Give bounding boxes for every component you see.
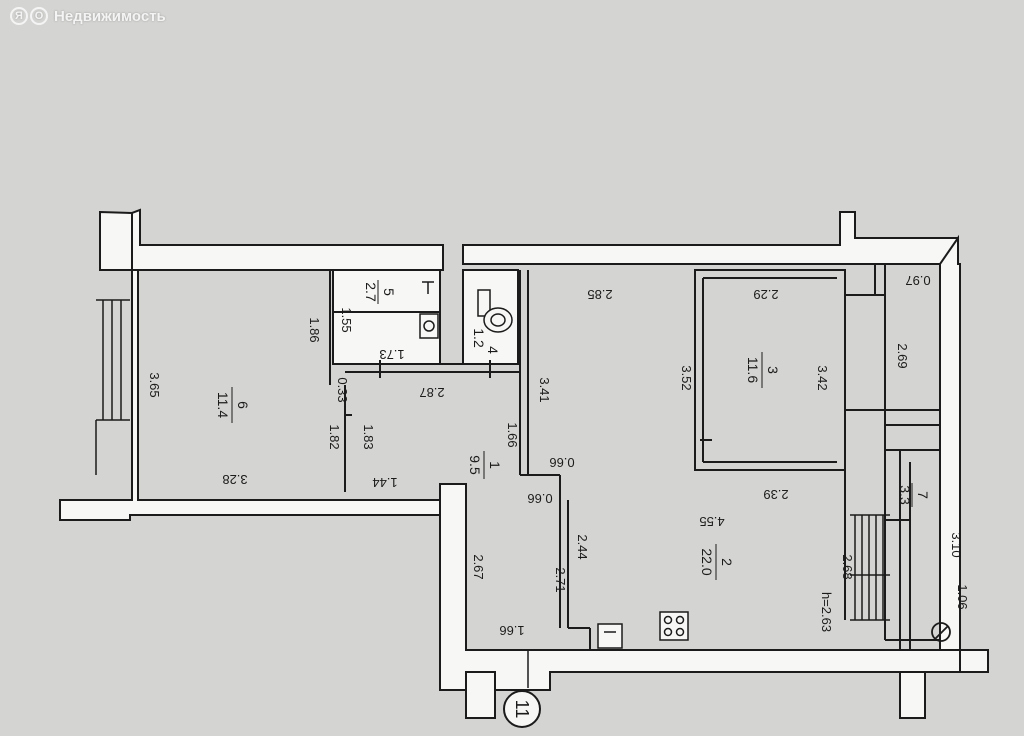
dim-label: 0.66 xyxy=(549,455,574,470)
dim-label: 2.39 xyxy=(763,487,788,502)
room-7-label: 7 3.3 xyxy=(897,483,931,507)
dim-label: 2.29 xyxy=(753,287,778,302)
dim-label: 3.41 xyxy=(537,377,552,402)
stairs-icon xyxy=(850,514,890,621)
dimension-labels: 3.65 3.28 1.86 0.33 1.55 1.73 2.87 1.82 … xyxy=(147,273,970,638)
axis-marker: 11 xyxy=(503,650,541,728)
room-number: 2 xyxy=(719,558,735,566)
room-area: 1.2 xyxy=(471,328,487,348)
room-area: 11.4 xyxy=(215,392,231,418)
watermark: Я О Недвижимость xyxy=(10,7,166,25)
dim-label: 1.83 xyxy=(361,424,376,449)
room-number: 4 xyxy=(485,346,501,354)
room-6-label: 6 11.4 xyxy=(215,387,251,423)
room-1-label: 1 9.5 xyxy=(467,451,503,479)
dim-label: 2.85 xyxy=(587,287,612,302)
wall-bottom-left xyxy=(465,671,496,719)
room-number: 5 xyxy=(381,288,397,296)
dim-label: 1.82 xyxy=(327,424,342,449)
dim-label: 3.42 xyxy=(815,365,830,390)
room-number: 1 xyxy=(487,461,503,469)
dim-label: 2.44 xyxy=(575,534,590,559)
dim-label: 4.55 xyxy=(699,514,724,529)
watermark-logo-icon: Я О xyxy=(10,7,48,25)
axis-marker-label: 11 xyxy=(512,700,532,719)
room-number: 7 xyxy=(915,491,931,499)
dim-label: 3.65 xyxy=(147,372,162,397)
watermark-letter-2: О xyxy=(30,7,48,25)
room-number: 3 xyxy=(765,366,781,374)
walls xyxy=(59,208,989,719)
wall-left xyxy=(59,210,441,521)
wall-right xyxy=(939,234,989,673)
dim-label: 2.67 xyxy=(471,554,486,579)
room-area: 11.6 xyxy=(745,357,761,383)
dim-label: 1.66 xyxy=(505,422,520,447)
dim-label: 1.66 xyxy=(499,623,524,638)
dim-label: 0.66 xyxy=(527,491,552,506)
wall-bottom-right xyxy=(899,671,926,719)
room-area: 22.0 xyxy=(699,548,715,575)
room-area: 9.5 xyxy=(467,455,483,475)
room-labels: 6 11.4 1 9.5 2 22.0 3 11.6 4 1.2 5 2.7 xyxy=(215,280,931,580)
dim-label: 0.97 xyxy=(905,273,930,288)
dim-label: 3.10 xyxy=(949,532,964,557)
bathtub-icon xyxy=(422,281,434,294)
room-2-label: 2 22.0 xyxy=(699,544,735,580)
room-3-label: 3 11.6 xyxy=(745,352,781,388)
dim-label: 3.28 xyxy=(222,472,247,487)
dim-label: 1.73 xyxy=(379,347,404,362)
room-4-label: 4 1.2 xyxy=(471,328,501,354)
balcony-strip xyxy=(95,299,130,475)
wall-top-right xyxy=(462,211,959,265)
watermark-letter-1: Я xyxy=(10,7,28,25)
dim-label: 1.44 xyxy=(372,475,397,490)
stove-icon xyxy=(659,611,689,641)
room-area: 2.7 xyxy=(363,282,379,302)
sink-icon xyxy=(597,623,623,649)
watermark-text: Недвижимость xyxy=(54,7,166,25)
room-area: 3.3 xyxy=(897,485,913,505)
dim-label: 1.06 xyxy=(955,584,970,609)
dim-label: 2.87 xyxy=(419,385,444,400)
toilet-icon xyxy=(477,289,513,333)
dim-label: 1.55 xyxy=(339,307,354,332)
dim-label: 2.71 xyxy=(553,567,568,592)
washbasin-icon xyxy=(419,313,439,339)
dim-label: 2.68 xyxy=(840,554,855,579)
dim-label: 3.52 xyxy=(679,365,694,390)
dim-label: 2.69 xyxy=(895,343,910,368)
no-entry-icon xyxy=(931,622,951,642)
room-number: 6 xyxy=(235,401,251,409)
ceiling-height: h=2.63 xyxy=(819,592,834,632)
dim-label: 1.86 xyxy=(307,317,322,342)
dim-label: 0.33 xyxy=(335,377,350,402)
room-5-label: 5 2.7 xyxy=(363,280,397,304)
